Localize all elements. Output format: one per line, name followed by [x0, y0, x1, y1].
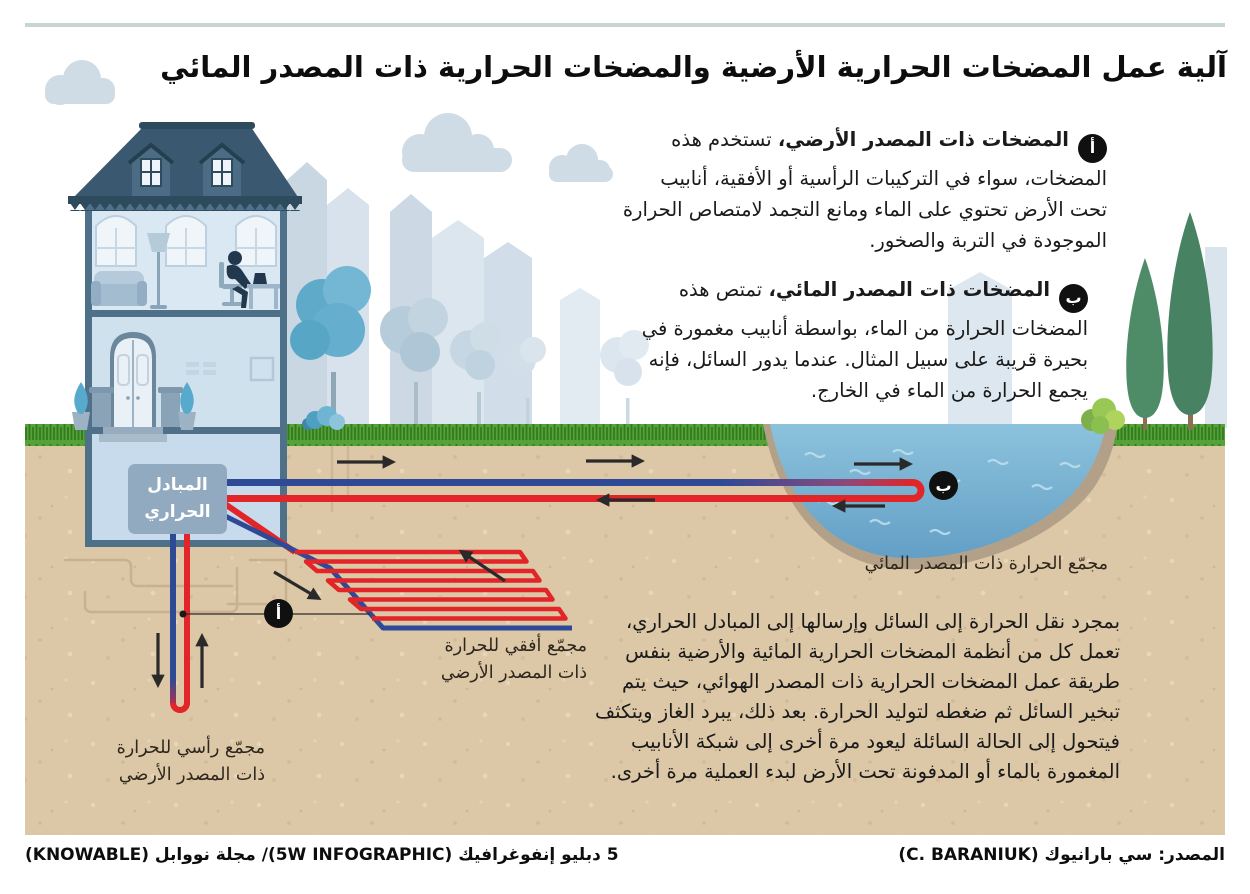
label-vertical-line2: ذات المصدر الأرضي [118, 765, 265, 785]
paragraph-process: بمجرد نقل الحرارة إلى السائل وإرسالها إل… [594, 610, 1120, 783]
label-vertical-collector: مجمّع رأسي للحرارة ذات المصدر الأرضي [117, 735, 265, 789]
water-source-body: تمتص هذه المضخات الحرارة من الماء، بواسط… [641, 278, 1088, 402]
foundation-outlines [63, 558, 288, 614]
ground-source-lead: المضخات ذات المصدر الأرضي، [777, 128, 1069, 151]
scene-marker-b: ب [929, 471, 958, 500]
pipe-network [170, 479, 925, 713]
horizontal-coil [295, 549, 568, 621]
arched-windows [95, 215, 277, 267]
marker-b-badge: ب [1059, 283, 1088, 313]
entry-decor [72, 356, 275, 442]
cypress-trees [1126, 212, 1213, 430]
sofa [91, 271, 147, 306]
top-rule [25, 23, 1225, 27]
ground-source-body: تستخدم هذه المضخات، سواء في التركيبات ال… [622, 128, 1107, 252]
floor-lamp [147, 233, 170, 309]
bush [1081, 398, 1125, 434]
marker-a-badge: أ [1078, 133, 1107, 163]
water-source-lead: المضخات ذات المصدر المائي، [768, 278, 1050, 301]
heat-exchanger-line2: الحراري [144, 502, 211, 522]
page-title: آلية عمل المضخات الحرارية الأرضية والمضخ… [160, 50, 1227, 84]
paragraph-ground-source: أ المضخات ذات المصدر الأرضي، تستخدم هذه ا… [620, 124, 1107, 256]
house-cutaway [68, 122, 345, 547]
heat-exchanger-line1: المبادل [147, 475, 208, 495]
label-horizontal-line2: ذات المصدر الأرضي [440, 663, 587, 683]
label-water-source-collector: مجمّع الحرارة ذات المصدر المائي [864, 554, 1108, 574]
label-horizontal-collector: مجمّع أفقي للحرارة ذات المصدر الأرضي [441, 633, 587, 687]
flow-arrows [151, 454, 914, 689]
person-at-desk [219, 251, 280, 309]
label-horizontal-line1: مجمّع أفقي للحرارة [444, 636, 587, 656]
background-trees [290, 266, 649, 428]
scene-marker-a: أ [264, 599, 293, 628]
label-vertical-line1: مجمّع رأسي للحرارة [116, 738, 265, 758]
footer-credit: 5 دبليو إنفوغرافيك (5W INFOGRAPHIC)/ مجل… [25, 845, 619, 865]
paragraph-water-source: ب المضخات ذات المصدر المائي، تمتص هذه الم… [616, 274, 1088, 406]
dormer [198, 142, 246, 196]
clouds-illustration [45, 60, 613, 182]
front-door [110, 332, 156, 427]
footer-source: المصدر: سي بارانيوك (C. BARANIUK) [898, 845, 1225, 865]
vertical-loop-cap [170, 703, 190, 713]
corner-bushes [302, 406, 345, 430]
dormer [127, 142, 175, 196]
heat-exchanger-box: المبادل الحراري [128, 464, 227, 534]
